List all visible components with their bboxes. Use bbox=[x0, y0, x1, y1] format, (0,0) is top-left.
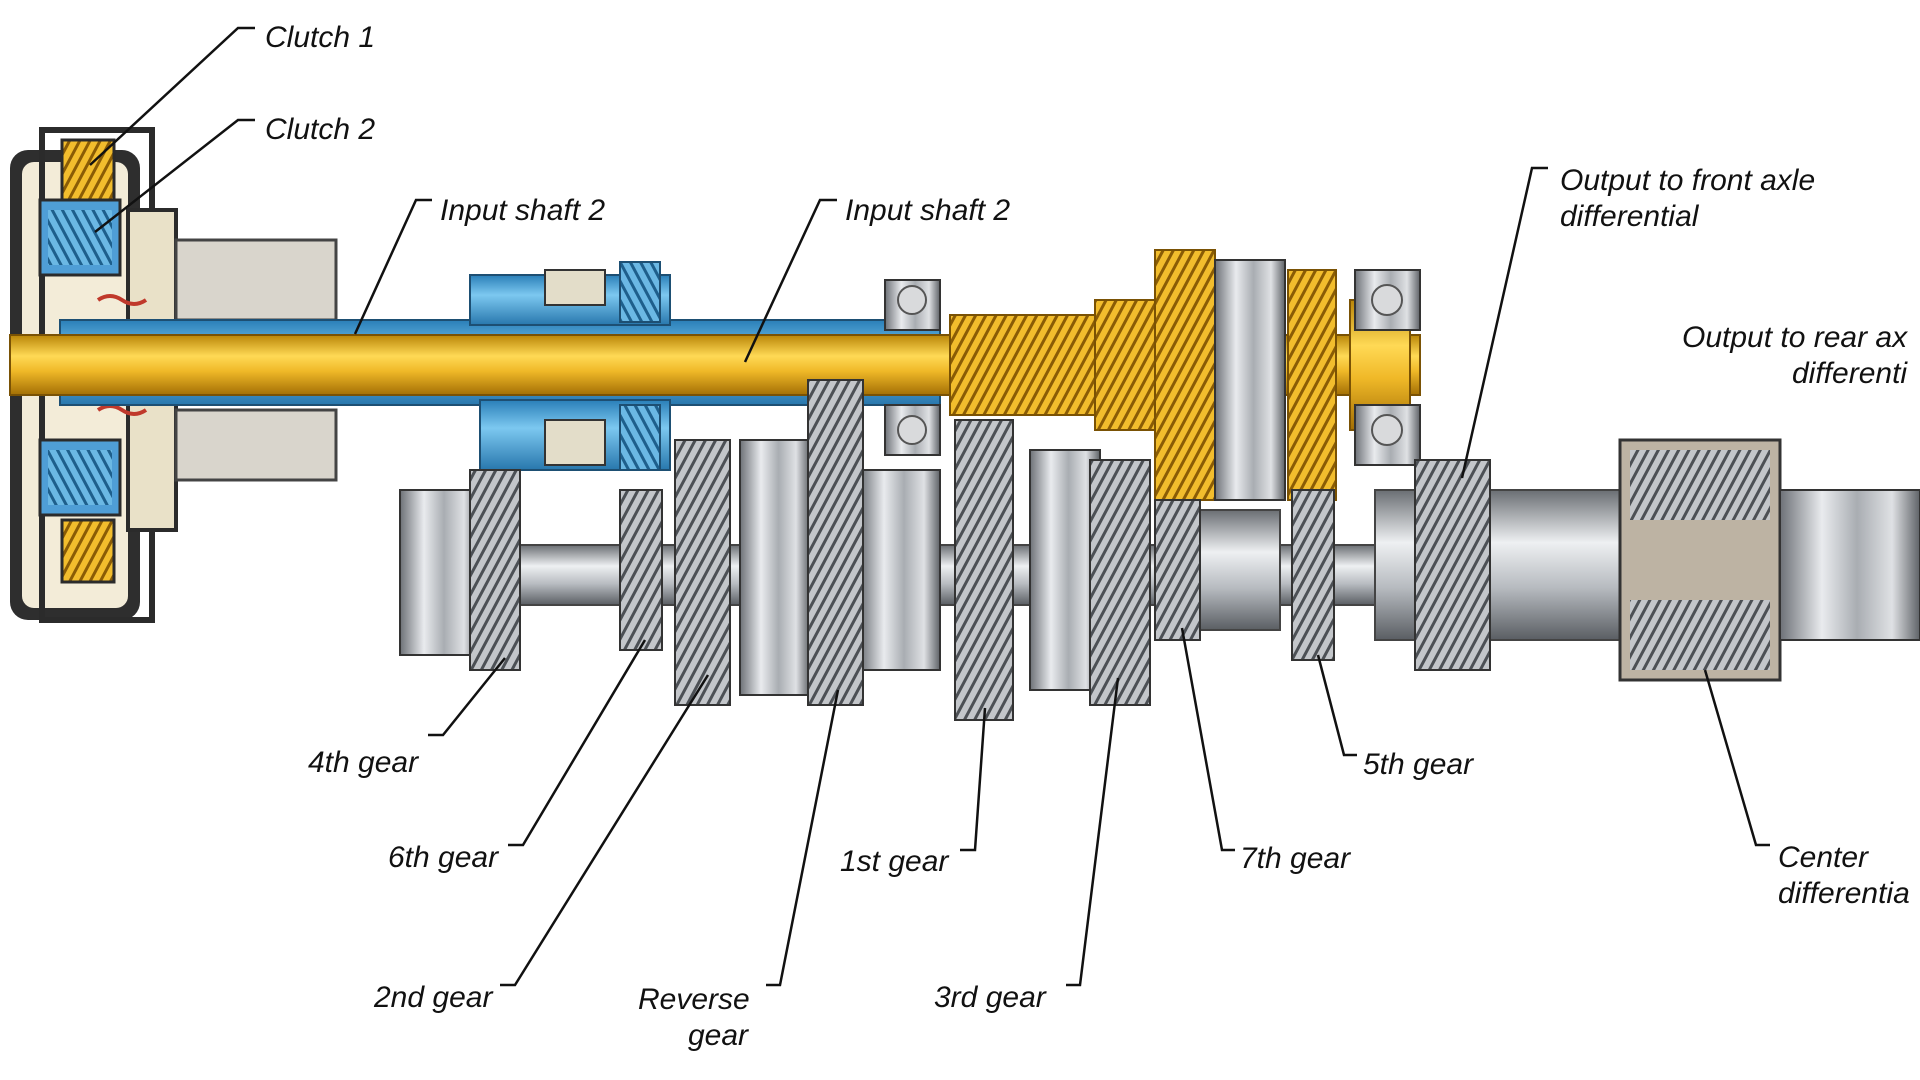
leader-reverse bbox=[766, 689, 840, 987]
leader-7th bbox=[1180, 627, 1235, 852]
gear-reverse-wheel bbox=[807, 379, 864, 706]
label-output-rear-line1: Output to rear ax bbox=[1682, 321, 1908, 354]
label-reverse-line1: Reverse bbox=[638, 983, 750, 1016]
leader-input-shaft-inner bbox=[743, 198, 837, 363]
label-reverse-line2: gear bbox=[688, 1019, 749, 1052]
leader-6th bbox=[508, 639, 647, 847]
gear-6th-wheel bbox=[619, 489, 663, 651]
gear-3rd-wheel bbox=[1089, 459, 1151, 706]
label-clutch-1: Clutch 1 bbox=[265, 21, 376, 54]
gear-2nd-wheel bbox=[674, 439, 731, 706]
leader-input-shaft-outer bbox=[353, 198, 432, 335]
front-output-pinion bbox=[1414, 459, 1491, 671]
label-gear-5th: 5th gear bbox=[1363, 748, 1474, 781]
leader-clutch-1 bbox=[89, 26, 255, 166]
label-clutch-2: Clutch 2 bbox=[265, 113, 376, 146]
label-input-shaft-outer: Input shaft 2 bbox=[440, 194, 606, 227]
leader-clutch-2 bbox=[94, 118, 255, 233]
label-gear-3rd: 3rd gear bbox=[934, 981, 1046, 1014]
label-output-front-line1: Output to front axle bbox=[1560, 164, 1816, 197]
leader-lines bbox=[89, 26, 1770, 987]
label-output-front-line2: differential bbox=[1560, 200, 1699, 233]
gear-1st-wheel bbox=[954, 419, 1014, 721]
leader-1st bbox=[960, 707, 987, 852]
gear-4th-wheel bbox=[469, 469, 521, 671]
leader-center bbox=[1703, 669, 1770, 847]
label-center-line2: differentia bbox=[1778, 877, 1910, 910]
gear-5th-wheel bbox=[1291, 489, 1335, 661]
input-shaft-bearings bbox=[884, 259, 1421, 501]
label-gear-1st: 1st gear bbox=[840, 845, 949, 878]
leader-4th bbox=[428, 657, 506, 737]
label-gear-6th: 6th gear bbox=[388, 841, 499, 874]
leader-5th bbox=[1316, 654, 1357, 757]
label-input-shaft-inner: Input shaft 2 bbox=[845, 194, 1011, 227]
clutch-1-pack-bottom bbox=[60, 518, 116, 584]
label-output-rear-line2: differenti bbox=[1792, 357, 1908, 390]
label-center-line1: Center bbox=[1778, 841, 1869, 874]
center-differential bbox=[1374, 438, 1920, 682]
gear-7th-wheel bbox=[1154, 499, 1201, 641]
leader-3rd bbox=[1066, 677, 1120, 987]
input-shaft-inner bbox=[9, 249, 1421, 501]
label-gear-2nd: 2nd gear bbox=[374, 981, 493, 1014]
leader-output-front bbox=[1460, 166, 1548, 479]
label-gear-7th: 7th gear bbox=[1240, 842, 1351, 875]
leader-2nd bbox=[500, 674, 710, 987]
label-gear-4th: 4th gear bbox=[308, 746, 419, 779]
gear-set bbox=[469, 379, 1335, 721]
